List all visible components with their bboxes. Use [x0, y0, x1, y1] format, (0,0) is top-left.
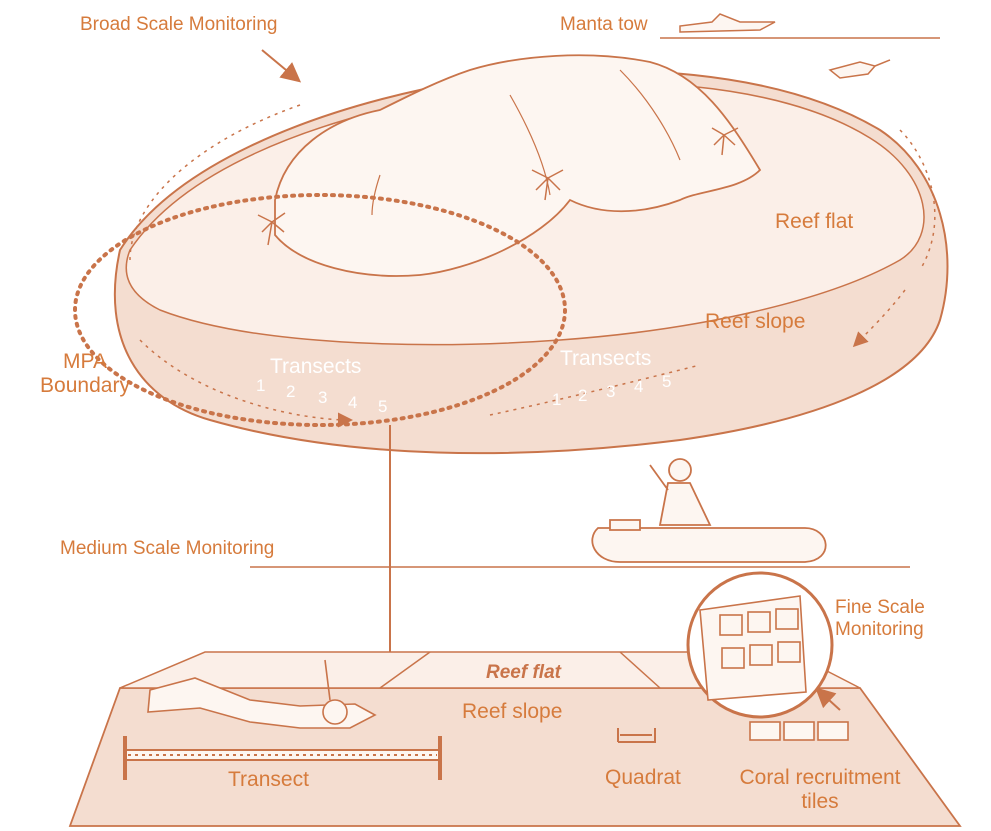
- mpa-boundary-label-line2: Boundary: [30, 374, 140, 398]
- coral-recruitment-tiles-icon: [750, 722, 848, 740]
- transect-number: 2: [578, 386, 587, 406]
- broad-scale-label: Broad Scale Monitoring: [80, 14, 278, 36]
- coral-recruitment-tiles-label-line2: tiles: [725, 790, 915, 814]
- transect-number: 4: [348, 393, 357, 413]
- coral-recruitment-tiles-label: Coral recruitment tiles: [725, 766, 915, 814]
- transect-number: 3: [318, 388, 327, 408]
- manta-tow-boat-icon: [660, 14, 940, 38]
- fine-scale-label-line2: Monitoring: [835, 619, 925, 641]
- transect-label: Transect: [228, 768, 309, 792]
- medium-scale-label: Medium Scale Monitoring: [60, 538, 274, 560]
- inflatable-boat-icon: [592, 459, 825, 562]
- transect-number: 1: [552, 390, 561, 410]
- transects-label-right: Transects: [560, 347, 651, 371]
- manta-tow-diver-icon: [830, 60, 890, 78]
- reef-flat-label-bottom: Reef flat: [486, 662, 561, 684]
- transect-number: 4: [634, 377, 643, 397]
- transect-number: 3: [606, 382, 615, 402]
- quadrat-label: Quadrat: [605, 766, 681, 790]
- transect-number: 5: [378, 397, 387, 417]
- fine-scale-label: Fine Scale Monitoring: [835, 597, 925, 641]
- reef-slope-label-top: Reef slope: [705, 310, 805, 334]
- reef-flat-label-top: Reef flat: [775, 210, 853, 234]
- fine-scale-label-line1: Fine Scale: [835, 597, 925, 619]
- reef-slope-label-bottom: Reef slope: [462, 700, 562, 724]
- transects-label-left: Transects: [270, 355, 361, 379]
- mpa-boundary-label-line1: MPA: [30, 350, 140, 374]
- transect-number: 1: [256, 376, 265, 396]
- manta-tow-label: Manta tow: [560, 14, 648, 36]
- broad-scale-arrow: [262, 50, 298, 80]
- coral-recruitment-tiles-label-line1: Coral recruitment: [725, 766, 915, 790]
- transect-number: 5: [662, 372, 671, 392]
- transect-number: 2: [286, 382, 295, 402]
- tile-frame-icon: [700, 596, 806, 700]
- mpa-boundary-label: MPA Boundary: [30, 350, 140, 398]
